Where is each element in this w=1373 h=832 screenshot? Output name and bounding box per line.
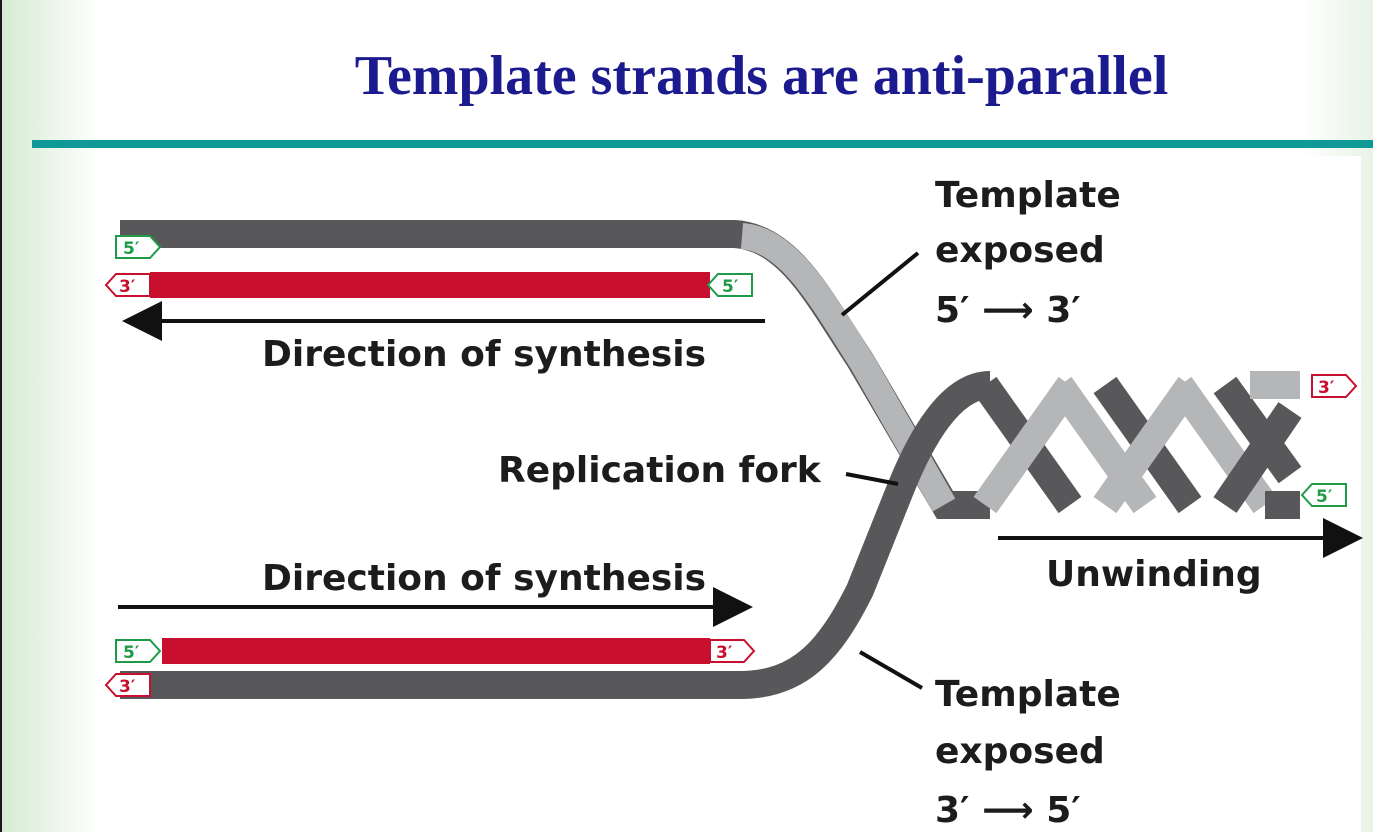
tag-top-new-3prime: 3′ bbox=[104, 273, 151, 297]
dna-helix bbox=[973, 371, 1302, 519]
bottom-new-strand bbox=[162, 638, 710, 664]
bottom-direction-label: Direction of synthesis bbox=[262, 558, 706, 599]
top-template-label-line2: exposed bbox=[935, 230, 1105, 271]
slide-title: Template strands are anti-parallel bbox=[354, 45, 1169, 107]
bottom-template-label-line3: 3′ ⟶ 5′ bbox=[935, 790, 1081, 831]
top-template-strand-twist bbox=[739, 223, 956, 512]
bottom-template-label-line1: Template bbox=[935, 674, 1121, 715]
tag-bottom-template-3prime: 3′ bbox=[104, 673, 151, 697]
top-new-strand bbox=[150, 272, 710, 298]
svg-text:3′: 3′ bbox=[119, 277, 136, 297]
top-template-label-line3: 5′ ⟶ 3′ bbox=[935, 290, 1081, 331]
tag-bottom-new-5prime: 5′ bbox=[115, 639, 162, 663]
bottom-template-label-line2: exposed bbox=[935, 731, 1105, 772]
slide-left-border bbox=[0, 0, 2, 832]
title-divider bbox=[32, 140, 1373, 148]
fork-leader bbox=[845, 472, 899, 486]
top-direction-label: Direction of synthesis bbox=[262, 334, 706, 375]
top-template-label-line1: Template bbox=[935, 175, 1121, 216]
svg-text:5′: 5′ bbox=[123, 239, 140, 259]
svg-text:3′: 3′ bbox=[716, 643, 733, 663]
svg-text:5′: 5′ bbox=[1316, 487, 1333, 507]
top-template-leader bbox=[840, 251, 920, 317]
bottom-template-strand bbox=[120, 371, 992, 699]
unwinding-label: Unwinding bbox=[1046, 554, 1262, 595]
tag-helix-5prime: 5′ bbox=[1300, 483, 1347, 507]
tag-top-new-5prime: 5′ bbox=[706, 273, 753, 297]
tag-helix-3prime: 3′ bbox=[1311, 374, 1358, 398]
tag-top-template-5prime: 5′ bbox=[115, 235, 162, 259]
bottom-template-leader bbox=[858, 650, 924, 690]
svg-text:5′: 5′ bbox=[722, 277, 739, 297]
svg-text:5′: 5′ bbox=[123, 643, 140, 663]
svg-text:3′: 3′ bbox=[1318, 378, 1335, 398]
tag-bottom-new-3prime: 3′ bbox=[709, 639, 756, 663]
fork-label: Replication fork bbox=[498, 450, 822, 491]
svg-text:3′: 3′ bbox=[119, 677, 136, 697]
